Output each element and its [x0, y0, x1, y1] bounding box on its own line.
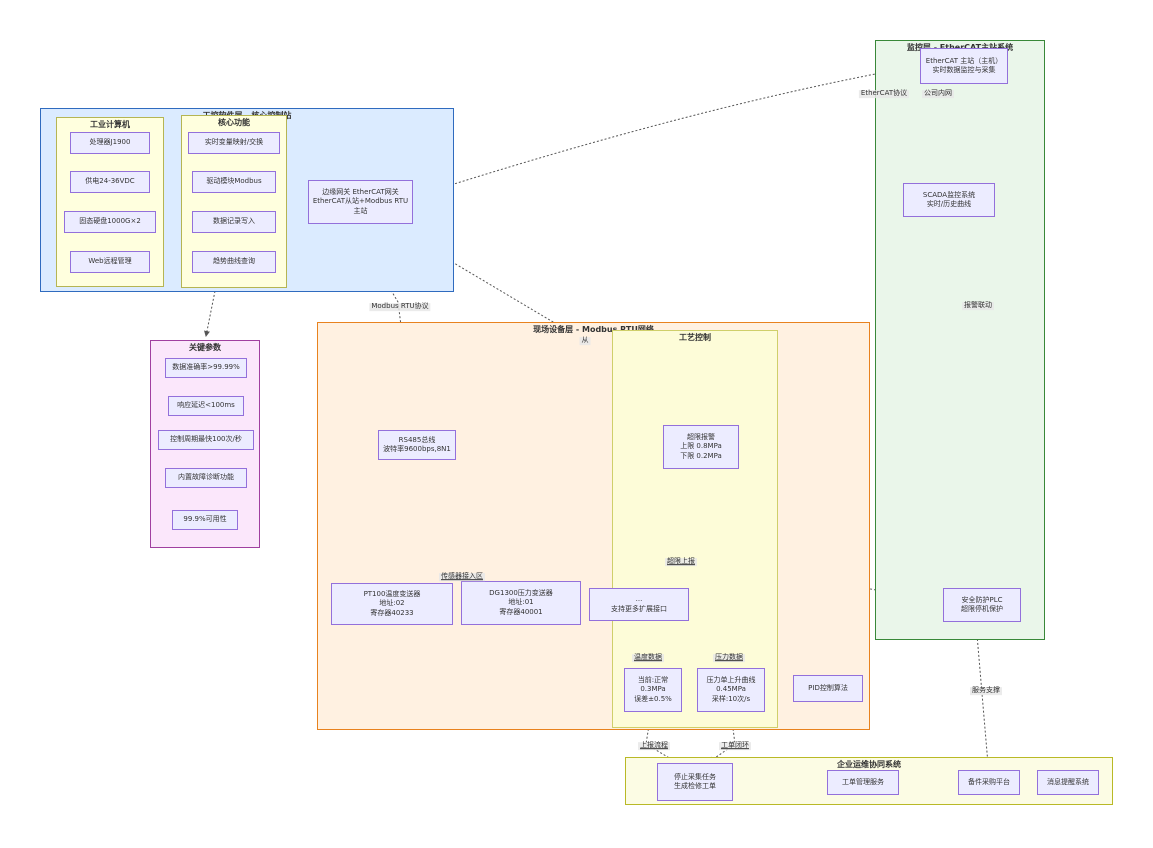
safety-plc-node: 安全防护PLC 超限停机保护: [943, 588, 1021, 622]
edge-label-ethercat-protocol: EtherCAT协议: [858, 89, 910, 98]
temp-data-node: 当前:正常 0.3MPa 误差±0.5%: [624, 668, 682, 712]
edge-label-service-support: 服务支撑: [970, 686, 1002, 695]
ipc-item-power: 供电24-36VDC: [70, 171, 150, 193]
core-functions-title: 核心功能: [218, 118, 250, 127]
edge-label-limit-report: 超限上报: [665, 557, 697, 566]
pid-node: PID控制算法: [793, 675, 863, 702]
ipc-item-web: Web远程管理: [70, 251, 150, 273]
edge-gateway-node: 边缘网关 EtherCAT网关 EtherCAT从站+Modbus RTU 主站: [308, 180, 413, 224]
edge-gateway-to-master: [412, 63, 919, 198]
monitoring-layer-title: 监控层 - EtherCAT主站系统: [906, 43, 1013, 52]
param-diagnostics: 内置故障诊断功能: [165, 468, 247, 488]
field-layer-container: 现场设备层 - Modbus RTU网络: [317, 322, 870, 730]
ops-collab-title: 企业运维协同系统: [837, 760, 901, 769]
field-layer-title: 现场设备层 - Modbus RTU网络: [533, 325, 654, 334]
spare-parts-node: 备件采购平台: [958, 770, 1020, 795]
param-cycle: 控制周期最快100次/秒: [158, 430, 254, 450]
func-item-mapping: 实时变量映射/交换: [188, 132, 280, 154]
edge-label-sensor-area: 传感器接入区: [439, 572, 485, 581]
key-params-title: 关键参数: [189, 343, 221, 352]
device-expansion: ... 支持更多扩展接口: [589, 588, 689, 621]
edge-label-temp-data: 温度数据: [632, 653, 664, 662]
rs485-bus-node: RS485总线 波特率9600bps,8N1: [378, 430, 456, 460]
monitoring-layer-container: 监控层 - EtherCAT主站系统: [875, 40, 1045, 640]
ticket-intake-node: 停止采集任务 生成检修工单: [657, 763, 733, 801]
edge-label-modbus-rtu: Modbus RTU协议: [369, 302, 431, 311]
pressure-data-node: 压力单上升曲线 0.45MPa 采样:10次/s: [697, 668, 765, 712]
ticket-mgmt-node: 工单管理服务: [827, 770, 899, 795]
notification-node: 消息提醒系统: [1037, 770, 1099, 795]
edge-label-pressure-data: 压力数据: [713, 653, 745, 662]
ipc-title: 工业计算机: [90, 120, 130, 129]
process-control-title: 工艺控制: [679, 333, 711, 342]
edge-label-intranet: 公司内网: [922, 89, 954, 98]
device-temp-transmitter: PT100温度变送器 地址:02 寄存器40233: [331, 583, 453, 625]
edge-label-report-flow: 上报流程: [638, 741, 670, 750]
func-item-driver: 驱动模块Modbus: [192, 171, 276, 193]
ethercat-master-node: EtherCAT 主站（主机） 实时数据监控与采集: [920, 48, 1008, 84]
func-item-trend: 趋势曲线查询: [192, 251, 276, 273]
device-pressure-transmitter: DG1300压力变送器 地址:01 寄存器40001: [461, 581, 581, 625]
ipc-item-ssd: 固态硬盘1000G×2: [64, 211, 156, 233]
edge-label-alarm-link: 报警联动: [962, 301, 994, 310]
param-availability: 99.9%可用性: [172, 510, 238, 530]
edge-label-ticket-loop: 工单闭环: [719, 741, 751, 750]
param-latency: 响应延迟<100ms: [168, 396, 244, 416]
limit-alarm-node: 超限报警 上限 0.8MPa 下限 0.2MPa: [663, 425, 739, 469]
func-item-logging: 数据记录写入: [192, 211, 276, 233]
ipc-item-cpu: 处理器J1900: [70, 132, 150, 154]
scada-node: SCADA监控系统 实时/历史曲线: [903, 183, 995, 217]
edge-core-to-params: [204, 290, 216, 337]
process-control-subcontainer: 工艺控制: [612, 330, 778, 728]
param-accuracy: 数据准确率>99.99%: [165, 358, 247, 378]
edge-label-slave: 从: [579, 336, 591, 345]
